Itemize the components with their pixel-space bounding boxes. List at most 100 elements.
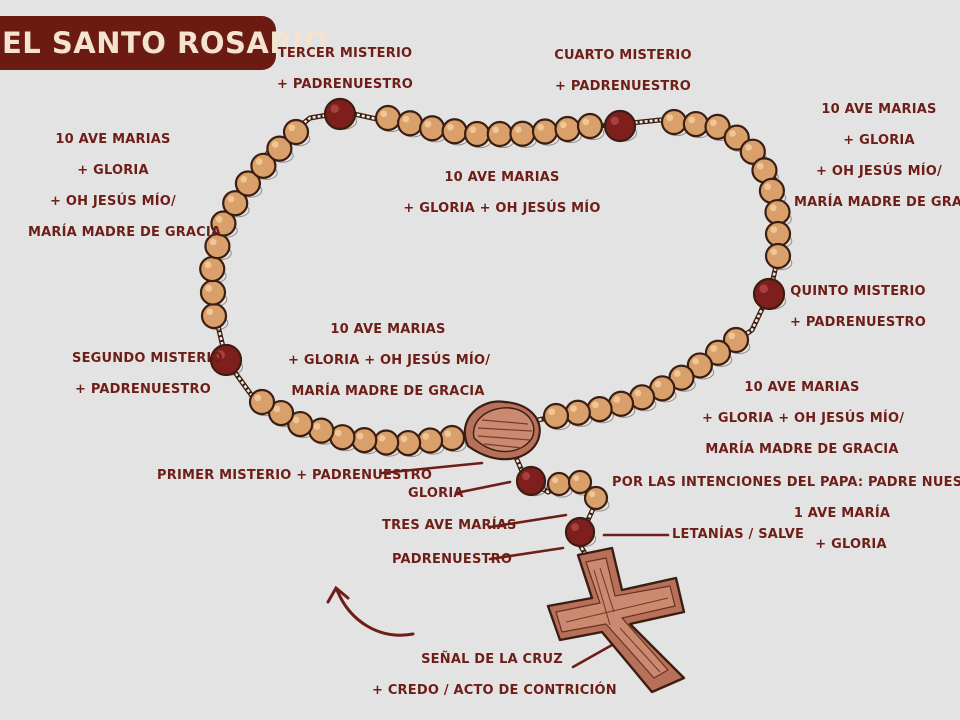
bead-highlight [729,130,736,137]
ave-maria-bead [586,395,613,423]
ave-maria-bead [351,426,378,454]
bead-highlight [769,204,777,212]
ave-maria-bead [248,388,276,416]
ave-maria-bead [546,471,572,497]
connector-line [488,546,565,561]
ave-maria-bead [282,118,310,146]
label-decada-izquierda: 10 AVE MARIAS+ GLORIA+ OH JESÚS MÍO/MARÍ… [28,132,222,240]
bead-highlight [666,114,674,122]
ave-maria-bead [576,112,604,140]
bead-highlight [559,121,567,129]
bead-highlight [710,345,718,352]
bead-highlight [673,370,681,377]
mystery-bead [752,277,786,311]
bead-highlight [334,429,342,437]
bead-highlight [273,405,281,413]
ave-maria-bead [396,110,424,137]
ave-maria-bead [564,399,591,426]
bead-highlight [537,123,545,131]
bead-highlight [570,405,577,412]
cross-icon [546,546,686,694]
label-padrenuestro: PADRENUESTRO [392,552,513,567]
bead-highlight [573,475,580,482]
mystery-bead [564,516,596,548]
ave-maria-bead [764,242,792,270]
ave-maria-bead [660,108,688,136]
label-letanias-salve: LETANÍAS / SALVE [672,527,805,542]
bead-highlight [759,284,768,293]
bead-highlight [271,141,279,148]
ave-maria-bead [374,104,402,132]
bead-highlight [254,394,262,402]
bead-highlight [469,126,477,134]
label-decada-inferior-izquierda: 10 AVE MARIAS+ GLORIA + OH JESÚS MÍO/MAR… [288,322,491,399]
bead-highlight [692,357,700,365]
bead-highlight [745,144,752,151]
bead-highlight [255,158,263,165]
bead-highlight [424,120,432,128]
bead-highlight [205,284,213,292]
bead-highlight [240,175,248,183]
ave-maria-bead [199,279,227,306]
bead-highlight [571,523,580,532]
bead-highlight [548,408,556,416]
bead-highlight [492,126,499,134]
label-intenciones-papa: POR LAS INTENCIONES DEL PAPA: PADRE NUES… [612,475,960,552]
bead-highlight [215,215,223,223]
label-cuarto-misterio: CUARTO MISTERIO+ PADRENUESTRO [554,48,692,94]
bead-highlight [710,119,717,127]
bead-highlight [356,432,364,440]
bead-highlight [380,110,388,118]
label-decada-inferior-derecha: 10 AVE MARIAS+ GLORIA + OH JESÚS MÍO/MAR… [702,380,905,457]
bead-highlight [522,472,531,481]
bead-highlight [592,401,599,409]
bead-highlight [764,183,772,190]
label-decada-derecha: 10 AVE MARIAS+ GLORIA+ OH JESÚS MÍO/MARÍ… [794,102,960,210]
label-senal-cruz: SEÑAL DE LA CRUZ+ CREDO / ACTO DE CONTRI… [372,652,617,698]
bead-highlight [444,430,452,438]
ave-maria-bead [764,198,791,226]
label-tres-ave-marias: TRES AVE MARÍAS [382,518,517,533]
bead-highlight [206,308,214,316]
rosary-beads [199,97,792,548]
bead-highlight [589,491,596,498]
bead-highlight [402,115,410,123]
bead-highlight [447,123,454,131]
label-tercer-misterio: TERCER MISTERIO+ PADRENUESTRO [277,46,413,92]
bead-highlight [728,332,736,340]
connector-line [380,461,484,475]
bead-highlight [756,162,764,170]
ave-maria-bead [416,427,444,454]
bead-highlight [313,423,321,430]
ave-maria-bead [583,485,609,511]
ave-maria-bead [607,390,635,417]
connector-line [454,480,512,495]
mystery-bead [603,109,637,143]
bead-highlight [209,238,217,246]
bead-highlight [654,380,662,388]
mystery-bead [515,465,547,497]
label-primer-misterio: PRIMER MISTERIO + PADRENUESTRO [157,468,433,483]
ave-maria-bead [758,177,785,204]
label-connectors [380,461,670,669]
ave-maria-bead [509,120,536,147]
bead-highlight [770,248,778,256]
label-segundo-misterio: SEGUNDO MISTERIO+ PADRENUESTRO [72,351,223,397]
ave-maria-bead [438,424,466,452]
label-quinto-misterio: QUINTO MISTERIO+ PADRENUESTRO [790,284,926,330]
ave-maria-bead [542,402,570,430]
bead-highlight [688,116,696,124]
ave-maria-bead [419,115,446,142]
bead-highlight [422,432,430,440]
ave-maria-bead [486,120,513,148]
bead-highlight [613,396,621,403]
page-title: EL SANTO ROSARIO [2,26,329,60]
centerpiece-medal [463,400,541,461]
bead-highlight [400,435,408,443]
bead-highlight [770,226,778,234]
bead-highlight [204,261,212,269]
ave-maria-bead [464,120,491,148]
connector-line [571,643,614,669]
ave-maria-bead [764,220,792,248]
